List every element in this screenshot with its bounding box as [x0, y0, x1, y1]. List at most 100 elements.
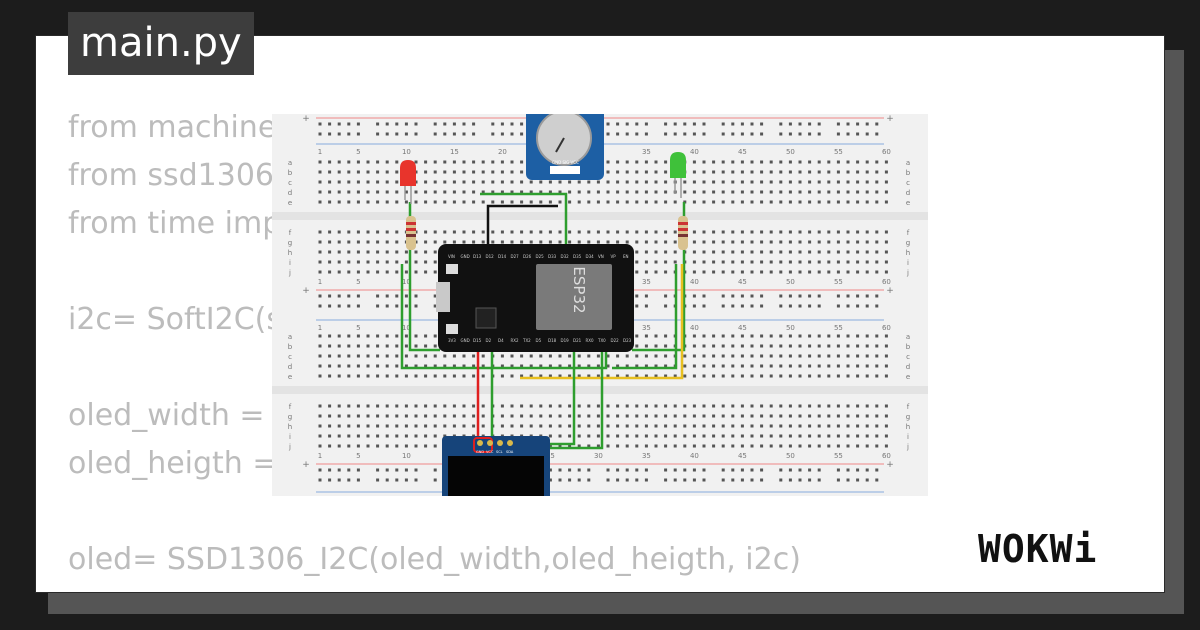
breadboard-hole	[462, 240, 466, 244]
breadboard-hole	[808, 364, 812, 368]
breadboard-hole	[616, 132, 620, 136]
breadboard-hole	[788, 160, 792, 164]
breadboard-hole	[328, 180, 332, 184]
breadboard-hole	[376, 344, 380, 348]
breadboard-hole	[606, 170, 610, 174]
breadboard-hole	[673, 240, 677, 244]
breadboard-hole	[625, 190, 629, 194]
breadboard-hole	[481, 200, 485, 204]
breadboard-hole	[884, 374, 888, 378]
breadboard-hole	[740, 170, 744, 174]
column-number: 5	[356, 148, 360, 156]
breadboard-hole	[433, 240, 437, 244]
breadboard-hole	[827, 414, 831, 418]
column-number: 10	[402, 278, 411, 286]
esp32-pin-label: D23	[623, 338, 632, 343]
file-tab[interactable]: main.py	[68, 12, 254, 75]
boot-button[interactable]	[446, 264, 458, 274]
breadboard-hole	[318, 404, 322, 408]
column-number: 1	[318, 452, 322, 460]
breadboard-hole	[328, 190, 332, 194]
breadboard-hole	[500, 374, 504, 378]
breadboard-hole	[568, 240, 572, 244]
breadboard-hole	[548, 468, 552, 472]
breadboard-hole	[856, 200, 860, 204]
breadboard-hole	[856, 180, 860, 184]
red-led[interactable]	[400, 160, 416, 204]
breadboard-hole	[347, 180, 351, 184]
breadboard-hole	[318, 230, 322, 234]
breadboard-hole	[760, 374, 764, 378]
breadboard-hole	[798, 424, 802, 428]
green-led[interactable]	[670, 152, 686, 198]
breadboard-hole	[664, 170, 668, 174]
breadboard-hole	[385, 170, 389, 174]
breadboard-hole	[865, 180, 869, 184]
resistor-red[interactable]	[406, 216, 416, 250]
breadboard-hole	[606, 190, 610, 194]
breadboard-hole	[395, 404, 399, 408]
breadboard-hole	[817, 190, 821, 194]
column-number: 45	[738, 452, 747, 460]
breadboard-hole	[328, 240, 332, 244]
breadboard-hole	[702, 240, 706, 244]
breadboard-hole	[491, 190, 495, 194]
oled-pin-label: VCC	[486, 450, 494, 454]
breadboard-hole	[779, 132, 783, 136]
resistor-green[interactable]	[678, 216, 688, 250]
breadboard-hole	[740, 260, 744, 264]
breadboard-hole	[395, 250, 399, 254]
breadboard-hole	[337, 304, 341, 308]
breadboard-hole	[875, 374, 879, 378]
potentiometer[interactable]: GND SIG VCC	[526, 106, 604, 180]
breadboard-hole	[347, 190, 351, 194]
breadboard-hole	[558, 240, 562, 244]
breadboard-hole	[750, 354, 754, 358]
reset-button[interactable]	[446, 324, 458, 334]
rail-plus: +	[886, 286, 894, 296]
breadboard-hole	[366, 170, 370, 174]
breadboard-hole	[356, 374, 360, 378]
breadboard-hole	[635, 132, 639, 136]
breadboard-hole	[769, 160, 773, 164]
breadboard-hole	[884, 404, 888, 408]
breadboard-hole	[520, 200, 524, 204]
breadboard-hole	[414, 250, 418, 254]
breadboard-hole	[635, 270, 639, 274]
breadboard-hole	[846, 304, 850, 308]
breadboard-hole	[865, 132, 869, 136]
breadboard-hole	[644, 434, 648, 438]
esp32-pin-label: 3V3	[448, 338, 456, 343]
esp32-pin-label: D26	[523, 254, 532, 259]
breadboard-hole	[433, 304, 437, 308]
wire-gnd-rail-right	[612, 264, 678, 370]
esp32-pin-label: D33	[548, 254, 557, 259]
breadboard-hole	[328, 334, 332, 338]
breadboard-hole	[865, 404, 869, 408]
breadboard-hole	[760, 468, 764, 472]
breadboard-hole	[356, 434, 360, 438]
breadboard-hole	[875, 250, 879, 254]
breadboard-hole	[347, 364, 351, 368]
breadboard-hole	[606, 424, 610, 428]
breadboard-hole	[712, 200, 716, 204]
breadboard-hole	[635, 344, 639, 348]
breadboard-hole	[702, 160, 706, 164]
breadboard-hole	[395, 260, 399, 264]
breadboard-hole	[664, 414, 668, 418]
breadboard-hole	[539, 240, 543, 244]
breadboard-hole	[817, 354, 821, 358]
breadboard-hole	[433, 414, 437, 418]
breadboard-hole	[366, 424, 370, 428]
breadboard-hole	[654, 190, 658, 194]
breadboard-hole	[664, 132, 668, 136]
breadboard-hole	[404, 434, 408, 438]
breadboard-hole	[606, 122, 610, 126]
breadboard-hole	[798, 414, 802, 418]
breadboard-hole	[452, 364, 456, 368]
breadboard-hole	[865, 424, 869, 428]
breadboard-hole	[856, 468, 860, 472]
breadboard-hole	[577, 200, 581, 204]
